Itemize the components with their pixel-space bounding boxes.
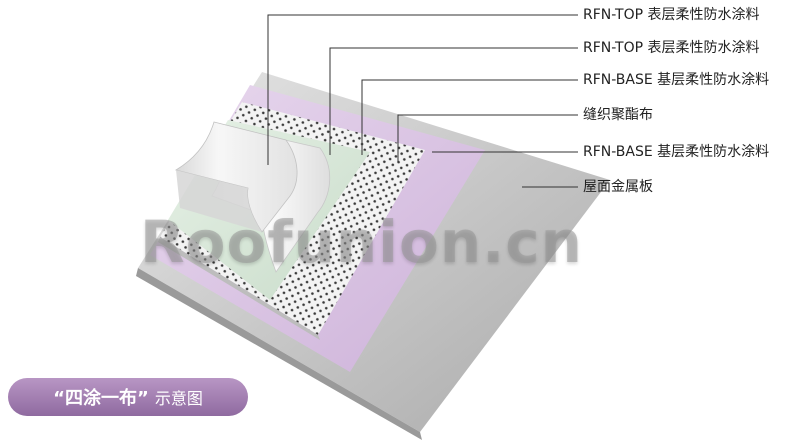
top-coating-curl-shadow <box>176 170 262 232</box>
leader-line-4 <box>397 114 578 162</box>
leader-line-3 <box>361 79 578 155</box>
polyester-fabric-edge <box>158 237 320 340</box>
metal-roof-panel-edge <box>136 268 422 440</box>
leader-lines <box>267 14 578 188</box>
caption-title: “四涂一布” <box>53 388 149 409</box>
label-base-coating-1: RFN-BASE 基层柔性防水涂料 <box>583 72 770 88</box>
leader-line-2 <box>329 47 578 155</box>
watermark: Roofunion.cn <box>140 208 583 276</box>
label-base-coating-2: RFN-BASE 基层柔性防水涂料 <box>583 144 770 160</box>
diagram-caption-badge: “四涂一布” 示意图 <box>8 378 248 416</box>
leader-line-1 <box>267 14 578 165</box>
caption-suffix: 示意图 <box>154 389 203 408</box>
label-polyester-fabric: 缝织聚酯布 <box>583 107 653 123</box>
label-top-coating-2: RFN-TOP 表层柔性防水涂料 <box>583 40 760 56</box>
label-metal-roof: 屋面金属板 <box>583 179 653 195</box>
label-top-coating-1: RFN-TOP 表层柔性防水涂料 <box>583 7 760 23</box>
